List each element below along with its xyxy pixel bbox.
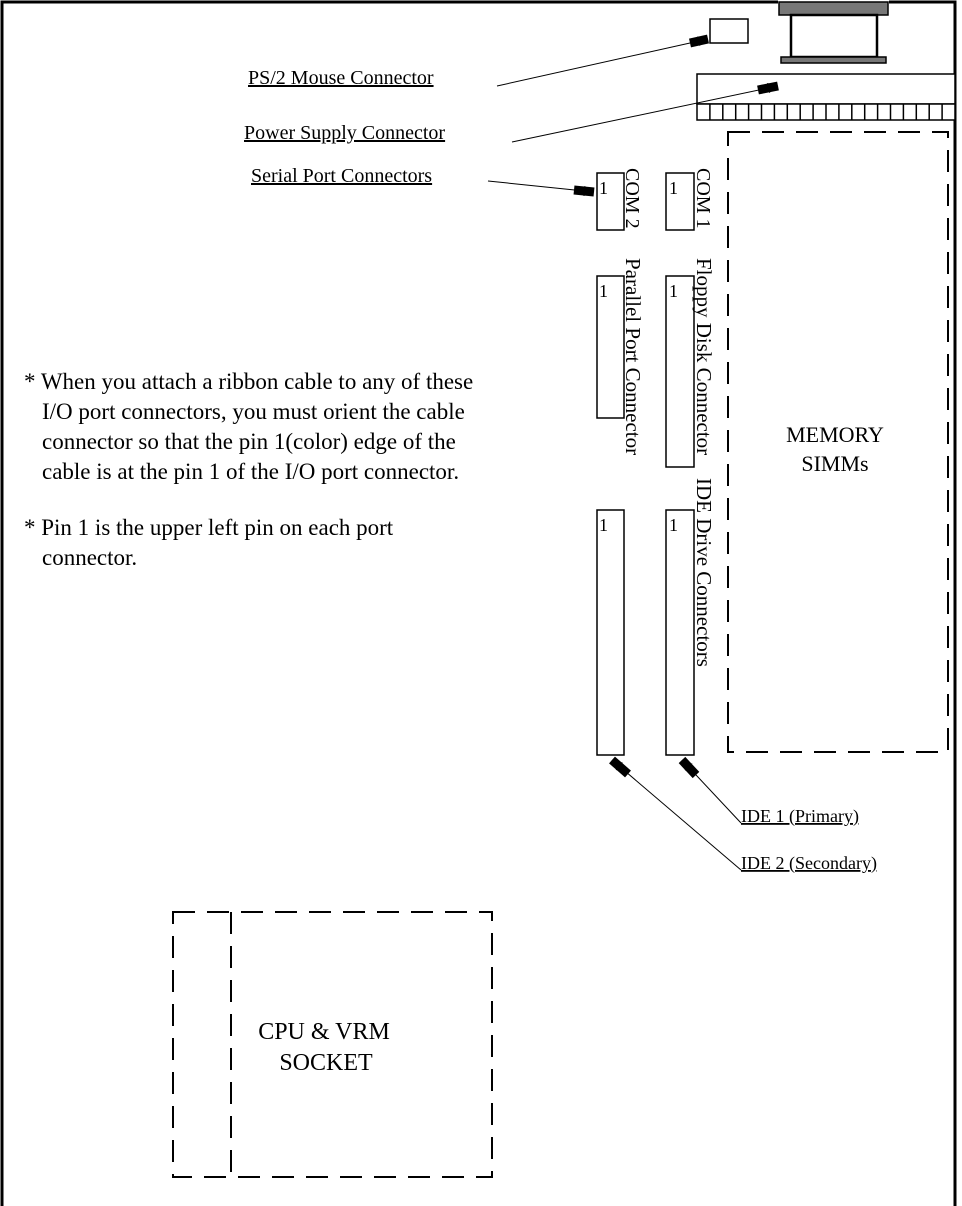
ps2-mouse-connector	[709, 18, 749, 44]
pin1-note: * Pin 1 is the upper left pin on each po…	[24, 515, 394, 570]
ribbon-cable-note: * When you attach a ribbon cable to any …	[24, 369, 473, 484]
memory-label-line1: MEMORY	[786, 422, 884, 447]
cpu-label-line1: CPU & VRM	[258, 1019, 390, 1045]
ps2-mouse-leader	[496, 36, 709, 87]
power-supply-connector	[696, 73, 956, 121]
ide1-pin1-marker: 1	[669, 515, 678, 535]
note1-line2: I/O port connectors, you must orient the…	[42, 399, 465, 424]
power-supply-arrowhead	[757, 81, 779, 95]
note2-line2: connector.	[42, 545, 137, 570]
ide2-callout: IDE 2 (Secondary)	[741, 853, 877, 874]
serial-ports-arrowhead	[573, 185, 595, 197]
com1-connector: 1	[665, 172, 695, 231]
memory-label-line2: SIMMs	[801, 451, 868, 476]
parallel-port-connector: 1	[596, 275, 625, 419]
memory-simms-area	[727, 131, 949, 753]
ide-drive-connectors-label: IDE Drive Connectors	[692, 478, 716, 667]
note2-line1: * Pin 1 is the upper left pin on each po…	[24, 515, 394, 540]
floppy-disk-label: Floppy Disk Connector	[692, 258, 716, 455]
ide2-pin1-marker: 1	[599, 515, 608, 535]
parallel-port-label: Parallel Port Connector	[621, 258, 645, 455]
ps2-mouse-callout: PS/2 Mouse Connector	[248, 67, 434, 89]
top-external-connector	[778, 1, 889, 64]
note1-line4: cable is at the pin 1 of the I/O port co…	[42, 459, 459, 484]
com1-label: COM 1	[692, 168, 714, 229]
ide1-callout: IDE 1 (Primary)	[741, 806, 859, 827]
com2-connector: 1	[596, 172, 625, 231]
parallel-pin1-marker: 1	[599, 281, 608, 301]
power-supply-leader	[511, 83, 779, 143]
ps2-mouse-arrowhead	[689, 34, 709, 48]
ide2-connector: 1	[596, 509, 625, 756]
floppy-disk-connector: 1	[665, 275, 695, 468]
ide1-connector: 1	[665, 509, 695, 756]
note1-line3: connector so that the pin 1(color) edge …	[42, 429, 456, 454]
note1-line1: * When you attach a ribbon cable to any …	[24, 369, 473, 394]
floppy-pin1-marker: 1	[669, 281, 678, 301]
com1-pin1-marker: 1	[669, 178, 678, 198]
com2-pin1-marker: 1	[599, 178, 608, 198]
cpu-vrm-socket	[172, 911, 493, 1178]
com2-label: COM 2	[621, 168, 643, 229]
cpu-label-line2: SOCKET	[279, 1050, 373, 1076]
ide2-arrowhead	[609, 756, 631, 778]
serial-ports-callout: Serial Port Connectors	[251, 165, 432, 187]
ide1-arrowhead	[678, 756, 700, 779]
ide2-leader	[611, 759, 742, 871]
power-supply-callout: Power Supply Connector	[244, 122, 445, 144]
